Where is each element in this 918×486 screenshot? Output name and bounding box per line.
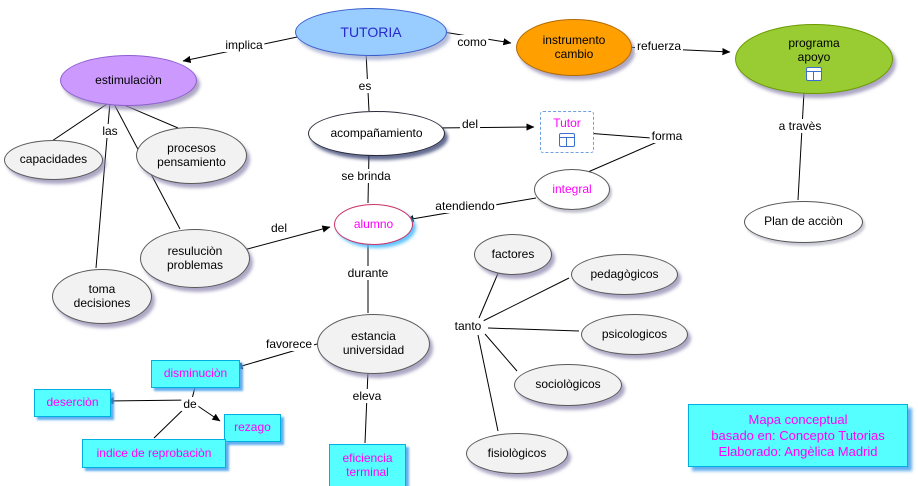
node-integral[interactable]: integral — [534, 169, 610, 210]
node-instrumento-cambio-label: instrumento cambio — [542, 32, 606, 61]
edge-tanto-pedagogicos — [482, 277, 570, 322]
node-estancia-universidad-label: estancia universidad — [342, 329, 405, 357]
node-alumno-label: alumno — [353, 216, 394, 231]
edge-estimulacion-procesos — [116, 101, 179, 129]
edge-resolucion-alumno — [239, 225, 331, 252]
credits-line-3: Elaborado: Angèlica Madrid — [718, 444, 878, 459]
link-label-de: de — [181, 397, 199, 411]
node-psicologicos[interactable]: psicologicos — [581, 314, 688, 355]
node-toma-decisiones[interactable]: toma decisiones — [52, 269, 152, 324]
link-label-las: las — [100, 124, 120, 138]
node-fisiologicos-label: fisiològicos — [487, 445, 547, 460]
node-programa-apoyo[interactable]: programa apoyo — [735, 24, 893, 94]
link-label-se-brinda: se brinda — [339, 169, 393, 183]
node-programa-apoyo-label: programa apoyo — [788, 36, 840, 64]
edge-estancia-eficiencia — [364, 370, 369, 444]
node-plan-de-accion[interactable]: Plan de acciòn — [744, 201, 863, 243]
link-label-atendiendo: atendiendo — [433, 199, 497, 213]
link-label-durante: durante — [345, 266, 391, 280]
link-label-implica: implica — [223, 38, 265, 52]
node-desercion[interactable]: deserciòn — [34, 389, 111, 417]
node-tutor-label: Tutor — [553, 116, 581, 131]
edge-factores-tanto — [478, 270, 500, 319]
node-instrumento-cambio[interactable]: instrumento cambio — [516, 19, 632, 76]
node-procesos-pensamiento-label: procesos pensamiento — [157, 140, 226, 169]
node-rezago-label: rezago — [234, 420, 271, 435]
node-eficiencia-terminal-label: eficiencia terminal — [342, 450, 393, 479]
node-resolucion-problemas-label: resuluciòn problemas — [166, 243, 224, 272]
node-estimulacion[interactable]: estimulaciòn — [60, 55, 197, 106]
link-label-del-tutor: del — [459, 117, 481, 131]
node-factores[interactable]: factores — [474, 234, 552, 275]
credits-line-2: basado en: Concepto Tutorias — [711, 428, 885, 443]
credits-line-1: Mapa conceptual — [748, 412, 848, 427]
attached-resource-icon[interactable] — [806, 66, 822, 81]
link-label-favorece: favorece — [263, 337, 315, 351]
node-acompanamiento-label: acompañamiento — [330, 125, 423, 140]
link-label-eleva: eleva — [350, 389, 384, 403]
node-indice-reprobacion-label: indice de reprobaciòn — [96, 445, 212, 460]
link-label-forma: forma — [649, 129, 685, 143]
link-label-es: es — [356, 79, 374, 93]
node-psicologicos-label: psicologicos — [601, 326, 668, 341]
node-tutoria-label: TUTORIA — [340, 23, 402, 40]
node-procesos-pensamiento[interactable]: procesos pensamiento — [136, 127, 247, 184]
node-integral-label: integral — [552, 181, 592, 196]
node-toma-decisiones-label: toma decisiones — [73, 281, 131, 310]
node-disminucion[interactable]: disminuciòn — [151, 360, 240, 388]
node-sociologicos-label: sociològicos — [535, 377, 601, 392]
node-capacidades-label: capacidades — [19, 152, 88, 167]
edge-programa-plan — [797, 91, 805, 201]
node-resolucion-problemas[interactable]: resuluciòn problemas — [140, 229, 250, 288]
node-eficiencia-terminal[interactable]: eficiencia terminal — [329, 444, 406, 486]
edge-tanto-sociologicos — [484, 333, 518, 372]
node-capacidades[interactable]: capacidades — [4, 140, 103, 180]
credits-box: Mapa conceptual basado en: Concepto Tuto… — [688, 404, 908, 467]
edge-estimulacion-capacidades — [51, 101, 111, 142]
node-indice-reprobacion[interactable]: indice de reprobaciòn — [82, 439, 226, 468]
attached-resource-icon[interactable] — [559, 132, 575, 147]
node-fisiologicos[interactable]: fisiològicos — [466, 433, 568, 474]
link-label-a-traves: a travès — [776, 119, 824, 133]
edge-tanto-psicologicos — [487, 327, 580, 332]
node-rezago[interactable]: rezago — [224, 414, 281, 442]
node-factores-label: factores — [491, 246, 535, 261]
link-label-tanto: tanto — [452, 319, 484, 333]
link-label-refuerza: refuerza — [634, 39, 684, 53]
node-desercion-label: deserciòn — [46, 395, 99, 410]
node-estancia-universidad[interactable]: estancia universidad — [317, 314, 430, 374]
node-tutoria[interactable]: TUTORIA — [295, 8, 447, 56]
node-acompanamiento[interactable]: acompañamiento — [308, 111, 445, 156]
link-label-como: como — [455, 35, 489, 49]
edge-acompanamiento-tutor — [433, 123, 535, 131]
node-estimulacion-label: estimulaciòn — [95, 72, 162, 87]
node-pedagogicos[interactable]: pedagògicos — [571, 254, 678, 295]
node-disminucion-label: disminuciòn — [163, 366, 228, 381]
node-pedagogicos-label: pedagògicos — [590, 266, 659, 281]
edge-de-desercion — [105, 397, 193, 405]
node-plan-de-accion-label: Plan de acciòn — [764, 214, 843, 229]
link-label-del-alumno: del — [268, 221, 290, 235]
edge-tanto-fisiologicos — [477, 334, 499, 432]
node-sociologicos[interactable]: sociològicos — [514, 364, 622, 406]
node-alumno[interactable]: alumno — [334, 204, 413, 245]
node-tutor[interactable]: Tutor — [540, 111, 594, 153]
